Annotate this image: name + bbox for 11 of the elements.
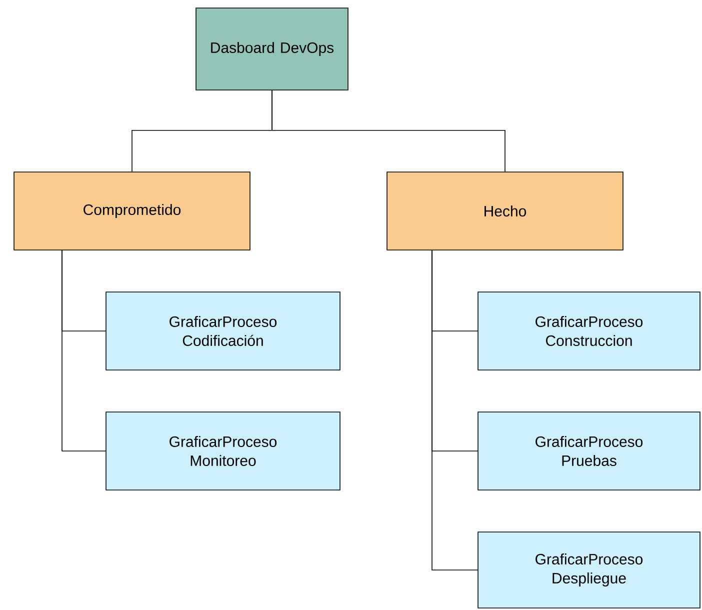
- category-box: Comprometido: [14, 172, 250, 250]
- process-box: GraficarProceso Pruebas: [478, 412, 700, 490]
- process-box: GraficarProceso Despliegue: [478, 532, 700, 608]
- process-box: GraficarProceso Codificación: [106, 292, 340, 370]
- category-box: Hecho: [386, 172, 624, 250]
- connector-line: [62, 250, 106, 452]
- root-box: Dasboard DevOps: [196, 8, 348, 90]
- process-box: GraficarProceso Monitoreo: [106, 412, 340, 490]
- connector-line: [432, 250, 478, 570]
- process-box: GraficarProceso Construccion: [478, 292, 700, 370]
- connector-line: [272, 90, 506, 172]
